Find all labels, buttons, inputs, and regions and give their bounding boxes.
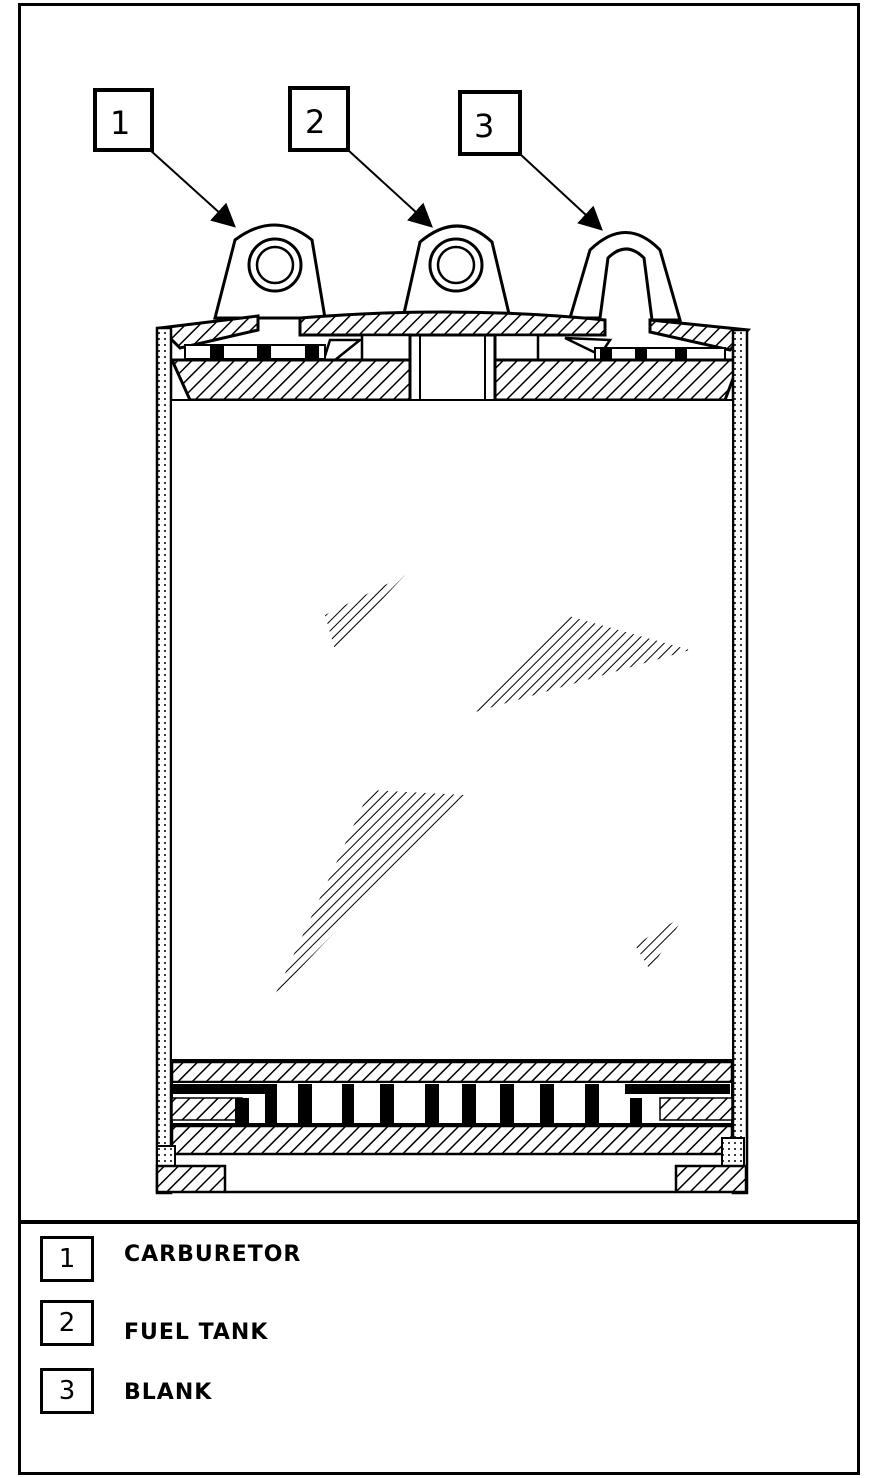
top-seal-row-left <box>184 344 326 360</box>
legend-label: BLANK <box>124 1380 213 1405</box>
callout-2: 2 <box>288 86 433 228</box>
legend-number-box: 2 <box>40 1300 94 1346</box>
callout-1: 1 <box>93 88 236 228</box>
figure-frame <box>18 3 860 1475</box>
fuel-tank-port-fitting <box>401 224 512 320</box>
legend-label: FUEL TANK <box>124 1320 269 1345</box>
carburetor-port-fitting <box>213 223 327 320</box>
canister-cross-section-diagram: 1 2 3 <box>93 86 752 1195</box>
blank-port-fitting <box>567 231 682 322</box>
callout-2-number: 2 <box>305 103 325 141</box>
canister-wall-left <box>155 326 173 1195</box>
legend-number-box: 3 <box>40 1368 94 1414</box>
callout-1-number: 1 <box>110 104 130 142</box>
callout-3: 3 <box>458 90 603 231</box>
canister-wall-right <box>731 328 749 1195</box>
legend-divider <box>18 1220 860 1224</box>
callout-3-number: 3 <box>474 107 494 145</box>
canister-interior <box>170 399 734 1061</box>
bottom-filter-assembly <box>155 1060 748 1194</box>
legend-number-box: 1 <box>40 1236 94 1282</box>
legend-label: CARBURETOR <box>124 1242 302 1267</box>
